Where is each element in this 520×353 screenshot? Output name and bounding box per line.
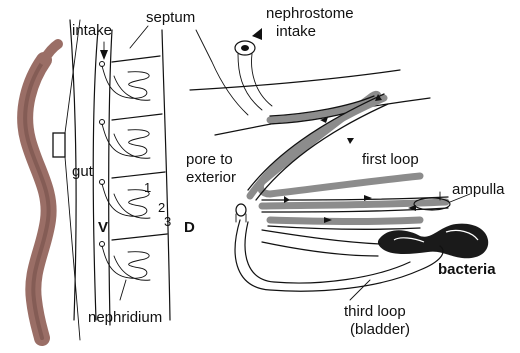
nephrostome-label-line2: intake xyxy=(276,23,316,40)
gut-label: gut xyxy=(72,163,94,180)
third-loop-bladder xyxy=(235,220,443,291)
pore-label-line2: exterior xyxy=(186,169,236,186)
nephridium-unit xyxy=(100,120,151,159)
nephrostome-label-line1: nephrostome xyxy=(266,5,354,22)
exterior-pore xyxy=(236,204,246,222)
nephrostome-intake-arrow xyxy=(252,28,262,40)
nephridium-unit xyxy=(100,242,151,281)
pore-label-line1: pore to xyxy=(186,151,233,168)
enlarged-nephridium xyxy=(190,28,488,291)
flow-arrow xyxy=(284,196,290,203)
septum-label: septum xyxy=(146,9,195,26)
first-loop-label: first loop xyxy=(362,151,419,168)
flow-arrow xyxy=(364,195,372,201)
intake-label: intake xyxy=(72,22,112,39)
earthworm-illustration xyxy=(25,44,65,338)
flow-arrow xyxy=(347,138,354,144)
nephridium-label: nephridium xyxy=(88,309,162,326)
ampulla-label: ampulla xyxy=(452,181,505,198)
nephridium-unit xyxy=(100,180,151,219)
loop-number-1: 1 xyxy=(144,180,151,195)
loop-number-2: 2 xyxy=(158,200,165,215)
first-loop-tube xyxy=(260,94,420,194)
third-loop-label-line1: third loop xyxy=(344,303,406,320)
dorsal-label: D xyxy=(184,219,195,236)
nephridium-unit xyxy=(100,62,151,101)
bacteria-label: bacteria xyxy=(438,261,496,278)
third-loop-label-line2: (bladder) xyxy=(350,321,410,338)
loop-number-3: 3 xyxy=(164,214,171,229)
ventral-label: V xyxy=(98,219,108,236)
worm-inset-box xyxy=(53,133,65,157)
nephrostome-funnel xyxy=(235,41,272,110)
